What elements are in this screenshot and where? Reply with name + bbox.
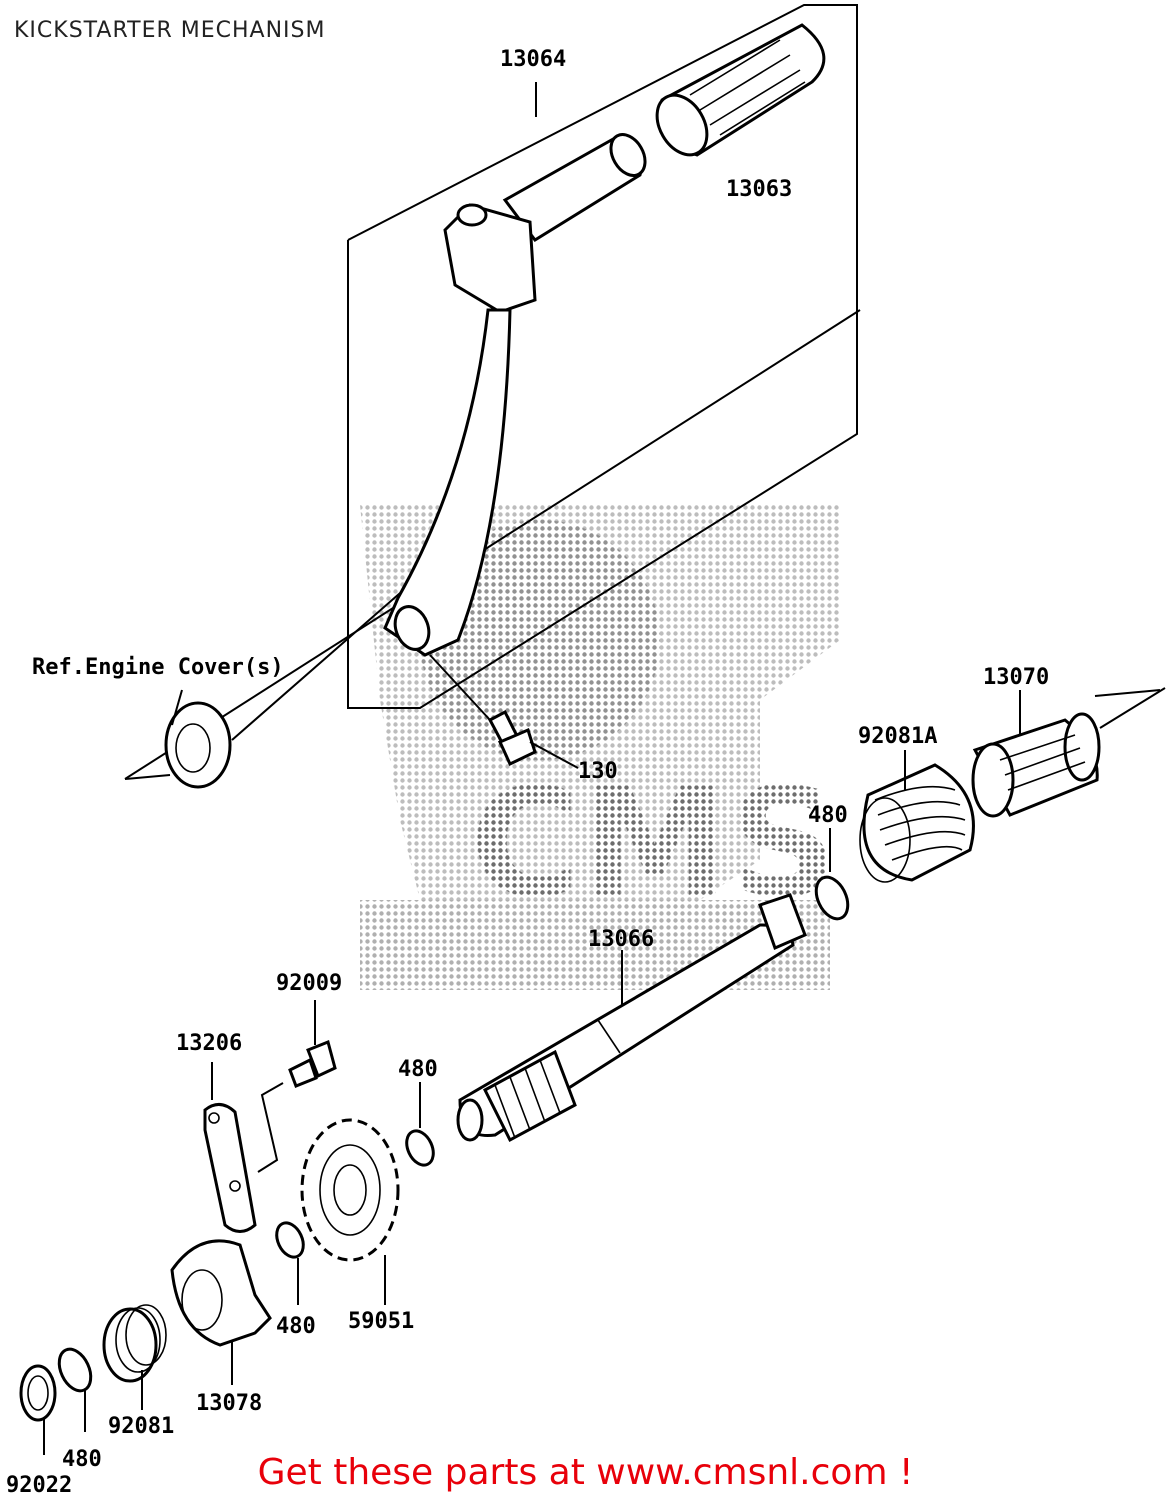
part-label-92081a[interactable]: 92081A (858, 724, 937, 749)
kick-rubber-part (655, 23, 826, 157)
part-label-13078[interactable]: 13078 (196, 1391, 262, 1416)
part-label-13066[interactable]: 13066 (588, 927, 654, 952)
kick-shaft-part (456, 893, 807, 1143)
ratchet-part (170, 1239, 272, 1347)
stopper-plate-part (203, 1103, 257, 1233)
guide-part (971, 712, 1101, 818)
engine-cover-seal (164, 701, 232, 789)
spring-small-part (102, 1304, 167, 1383)
part-label-13206[interactable]: 13206 (176, 1031, 242, 1056)
part-label-480-right[interactable]: 480 (808, 803, 848, 828)
circlip-bottom-part (57, 1347, 93, 1393)
circlip-lower-part (275, 1221, 305, 1259)
circlip-right-part (814, 875, 850, 921)
part-label-92081[interactable]: 92081 (108, 1414, 174, 1439)
part-label-480-middle[interactable]: 480 (398, 1057, 438, 1082)
part-label-13070[interactable]: 13070 (983, 665, 1049, 690)
part-label-92009[interactable]: 92009 (276, 971, 342, 996)
page-title: KICKSTARTER MECHANISM (14, 18, 326, 43)
screw-part (288, 1039, 337, 1088)
part-label-59051[interactable]: 59051 (348, 1309, 414, 1334)
part-label-92022[interactable]: 92022 (6, 1473, 72, 1498)
kick-gear-part (300, 1118, 400, 1262)
circlip-middle-part (405, 1129, 435, 1167)
part-label-480-bottom[interactable]: 480 (62, 1447, 102, 1472)
kick-lever-part (383, 133, 647, 657)
part-label-130[interactable]: 130 (578, 759, 618, 784)
part-label-480-lower[interactable]: 480 (276, 1314, 316, 1339)
spring-large-part (859, 763, 975, 883)
footer-cta-link[interactable]: Get these parts at www.cmsnl.com ! (257, 1452, 914, 1493)
ref-engine-cover-label: Ref.Engine Cover(s) (32, 655, 284, 680)
part-label-13063[interactable]: 13063 (726, 177, 792, 202)
washer-part (19, 1364, 57, 1422)
bolt-part (487, 709, 537, 767)
watermark: CMS (360, 505, 840, 990)
part-label-13064[interactable]: 13064 (500, 47, 566, 72)
